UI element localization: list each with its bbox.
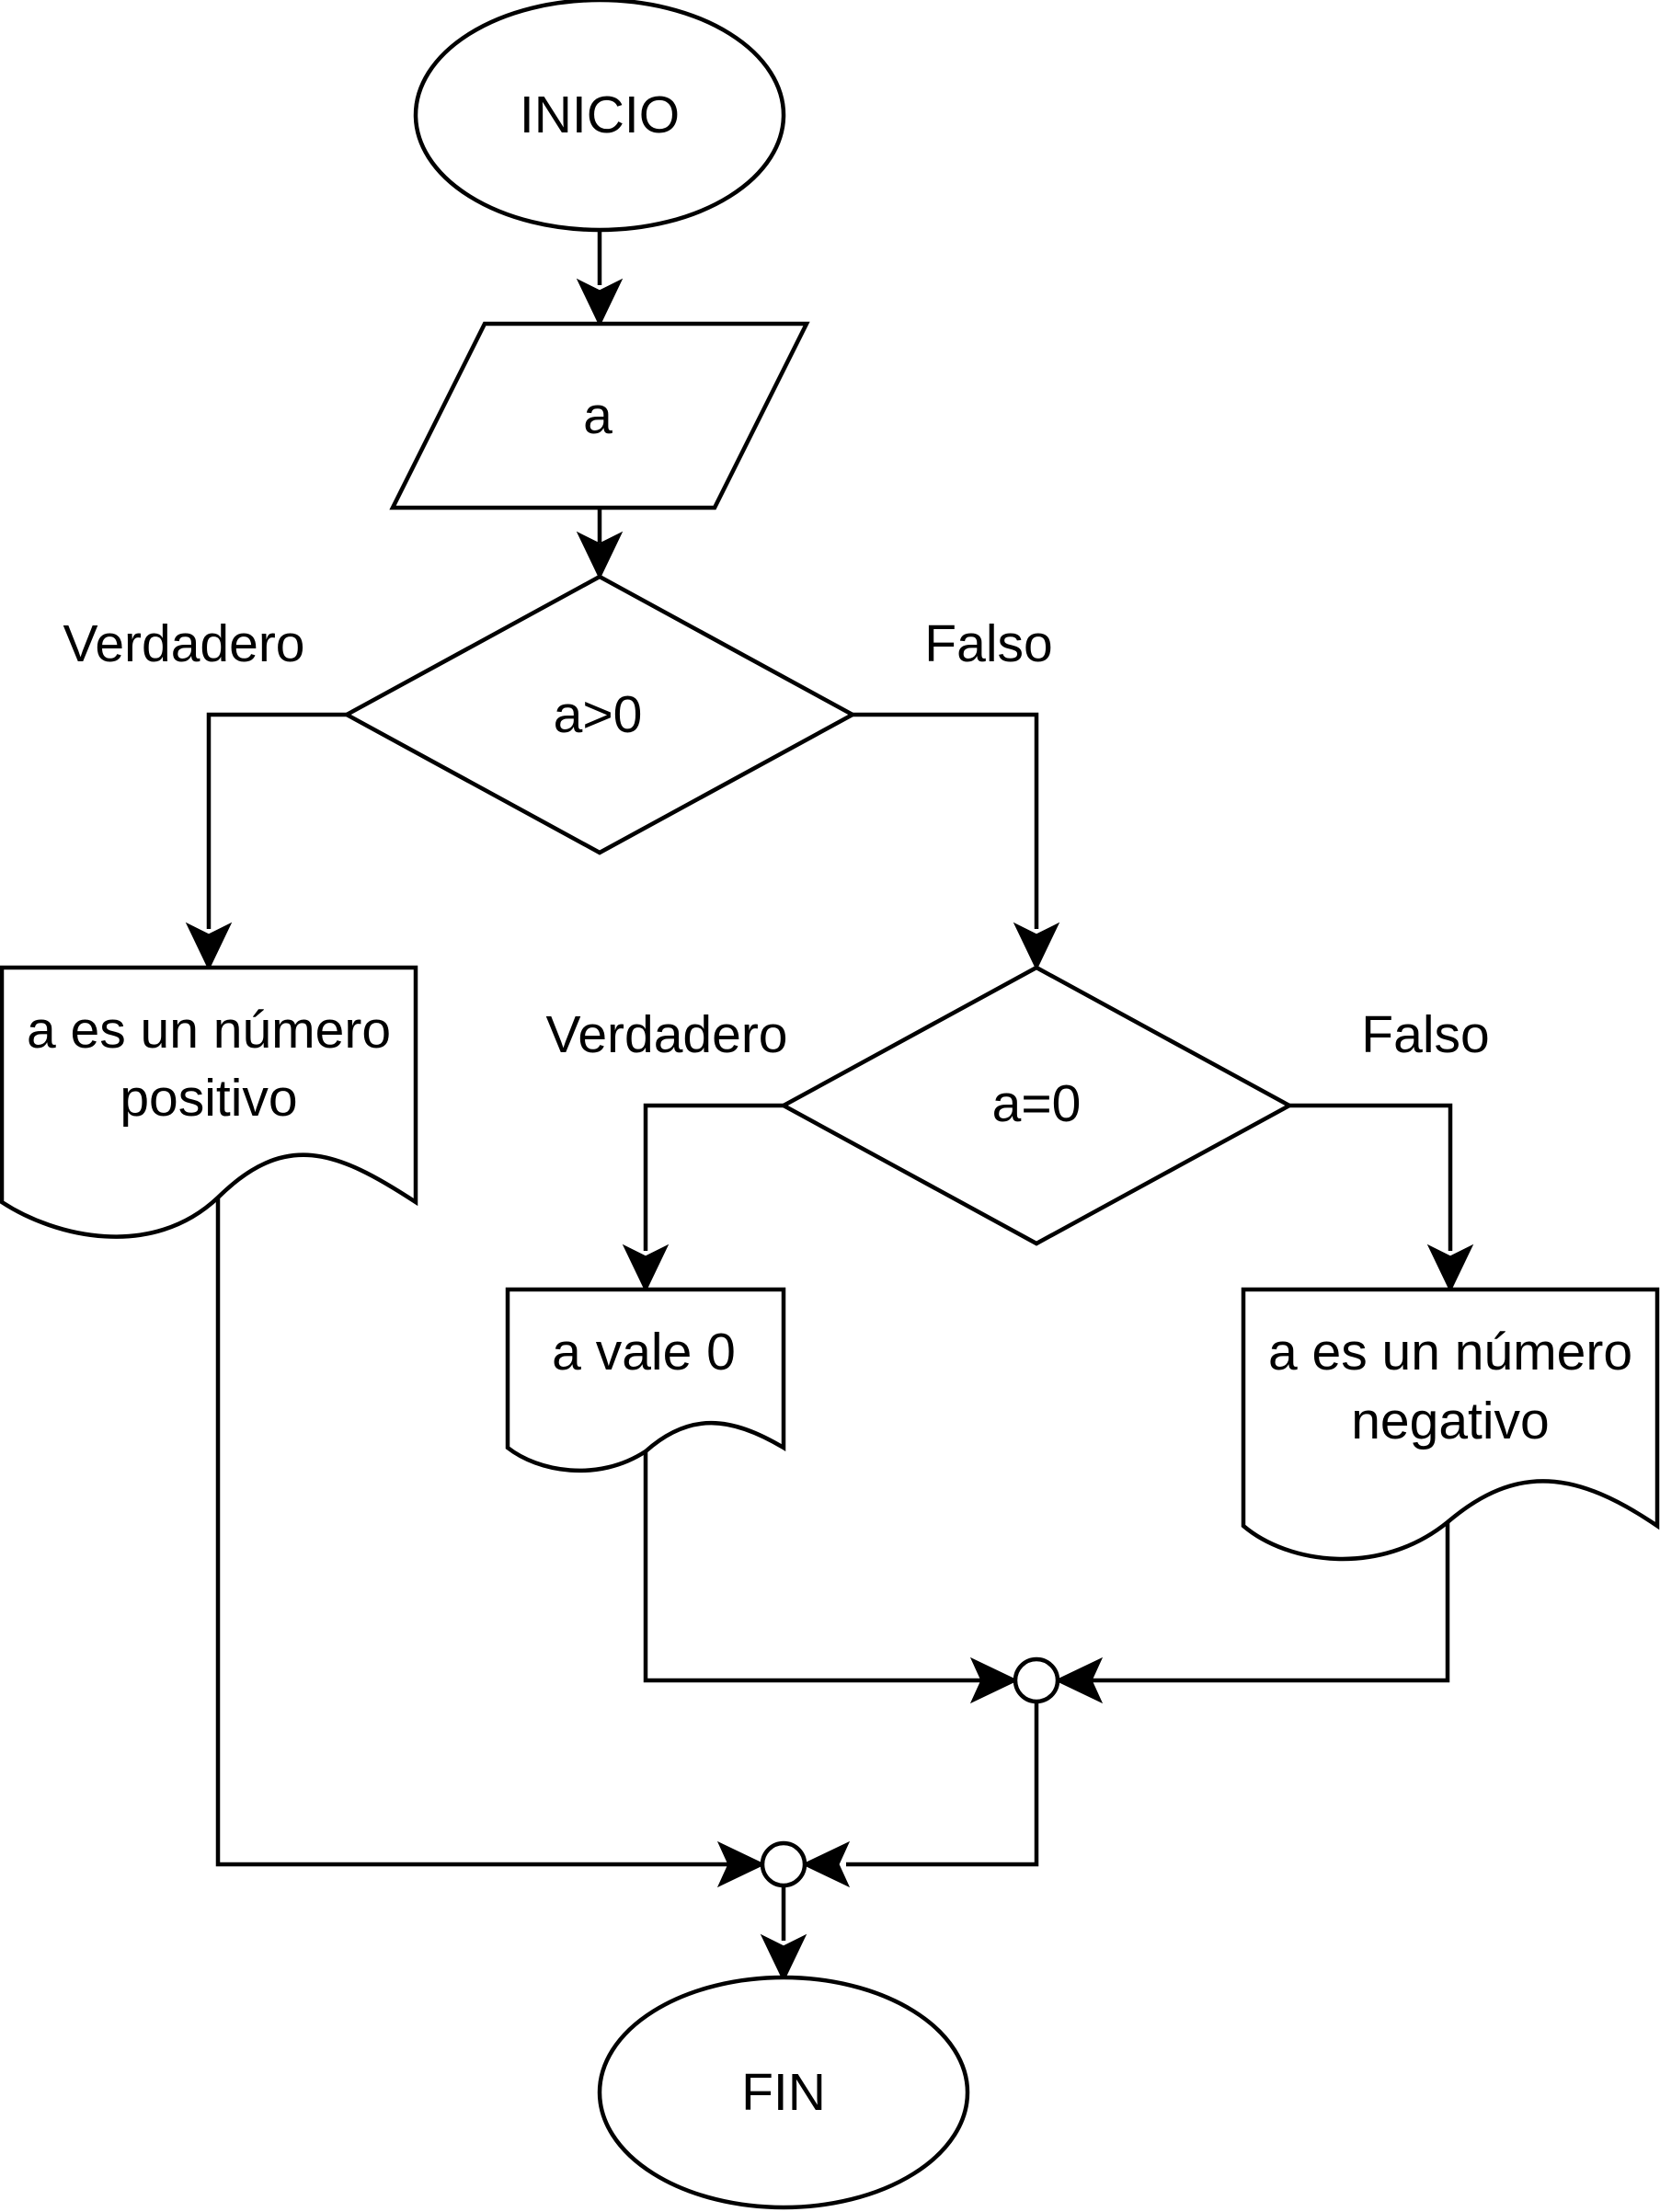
edge-input-to-decision1 (576, 508, 624, 580)
edge-decision1-true (185, 712, 347, 971)
output-negative-label-line2: negativo (1351, 1392, 1550, 1450)
output-zero-label: a vale 0 (552, 1323, 736, 1381)
decision1-diamond (342, 574, 857, 855)
edge-start-to-input (576, 230, 624, 327)
junction-1 (1013, 1656, 1060, 1704)
output-positive-node: a es un número positivo (0, 965, 418, 1239)
output-negative-label-line1: a es un número (1268, 1323, 1632, 1381)
input-label: a (583, 386, 612, 445)
edge-decision2-true (622, 1103, 784, 1293)
decision1-node: a>0 (342, 574, 857, 855)
decision1-true-label: Verdadero (63, 614, 304, 673)
end-node: FIN (597, 1975, 970, 2210)
output-positive-label-line1: a es un número (27, 1001, 391, 1060)
start-node: INICIO (413, 0, 786, 233)
output-positive-label-line2: positivo (120, 1069, 297, 1128)
junction-2 (760, 1840, 807, 1888)
output-zero-document (505, 1287, 786, 1473)
decision2-false-label: Falso (1361, 1005, 1489, 1064)
start-label: INICIO (520, 86, 680, 144)
input-node: a (389, 321, 810, 510)
input-parallelogram (389, 321, 810, 510)
edge-junction2-to-end (760, 1885, 807, 1983)
output-zero-node: a vale 0 (505, 1287, 786, 1473)
decision1-false-label: Falso (924, 614, 1052, 673)
output-positive-document (0, 965, 418, 1239)
output-negative-document (1241, 1287, 1660, 1562)
edge-zero-to-junction1 (643, 1451, 1019, 1704)
edge-junction1-to-junction2 (801, 1702, 1039, 1888)
decision2-node: a=0 (779, 965, 1294, 1246)
end-ellipse (597, 1975, 970, 2210)
edge-negative-to-junction1 (1054, 1522, 1450, 1704)
edge-positive-to-junction2 (215, 1198, 766, 1888)
end-label: FIN (741, 2063, 826, 2122)
decision1-label: a>0 (554, 685, 643, 744)
edge-decision2-false (1289, 1103, 1474, 1293)
output-negative-node: a es un número negativo (1241, 1287, 1660, 1562)
decision2-diamond (779, 965, 1294, 1246)
decision2-true-label: Verdadero (545, 1005, 787, 1064)
decision2-label: a=0 (992, 1074, 1082, 1133)
edge-decision1-false (853, 712, 1060, 971)
